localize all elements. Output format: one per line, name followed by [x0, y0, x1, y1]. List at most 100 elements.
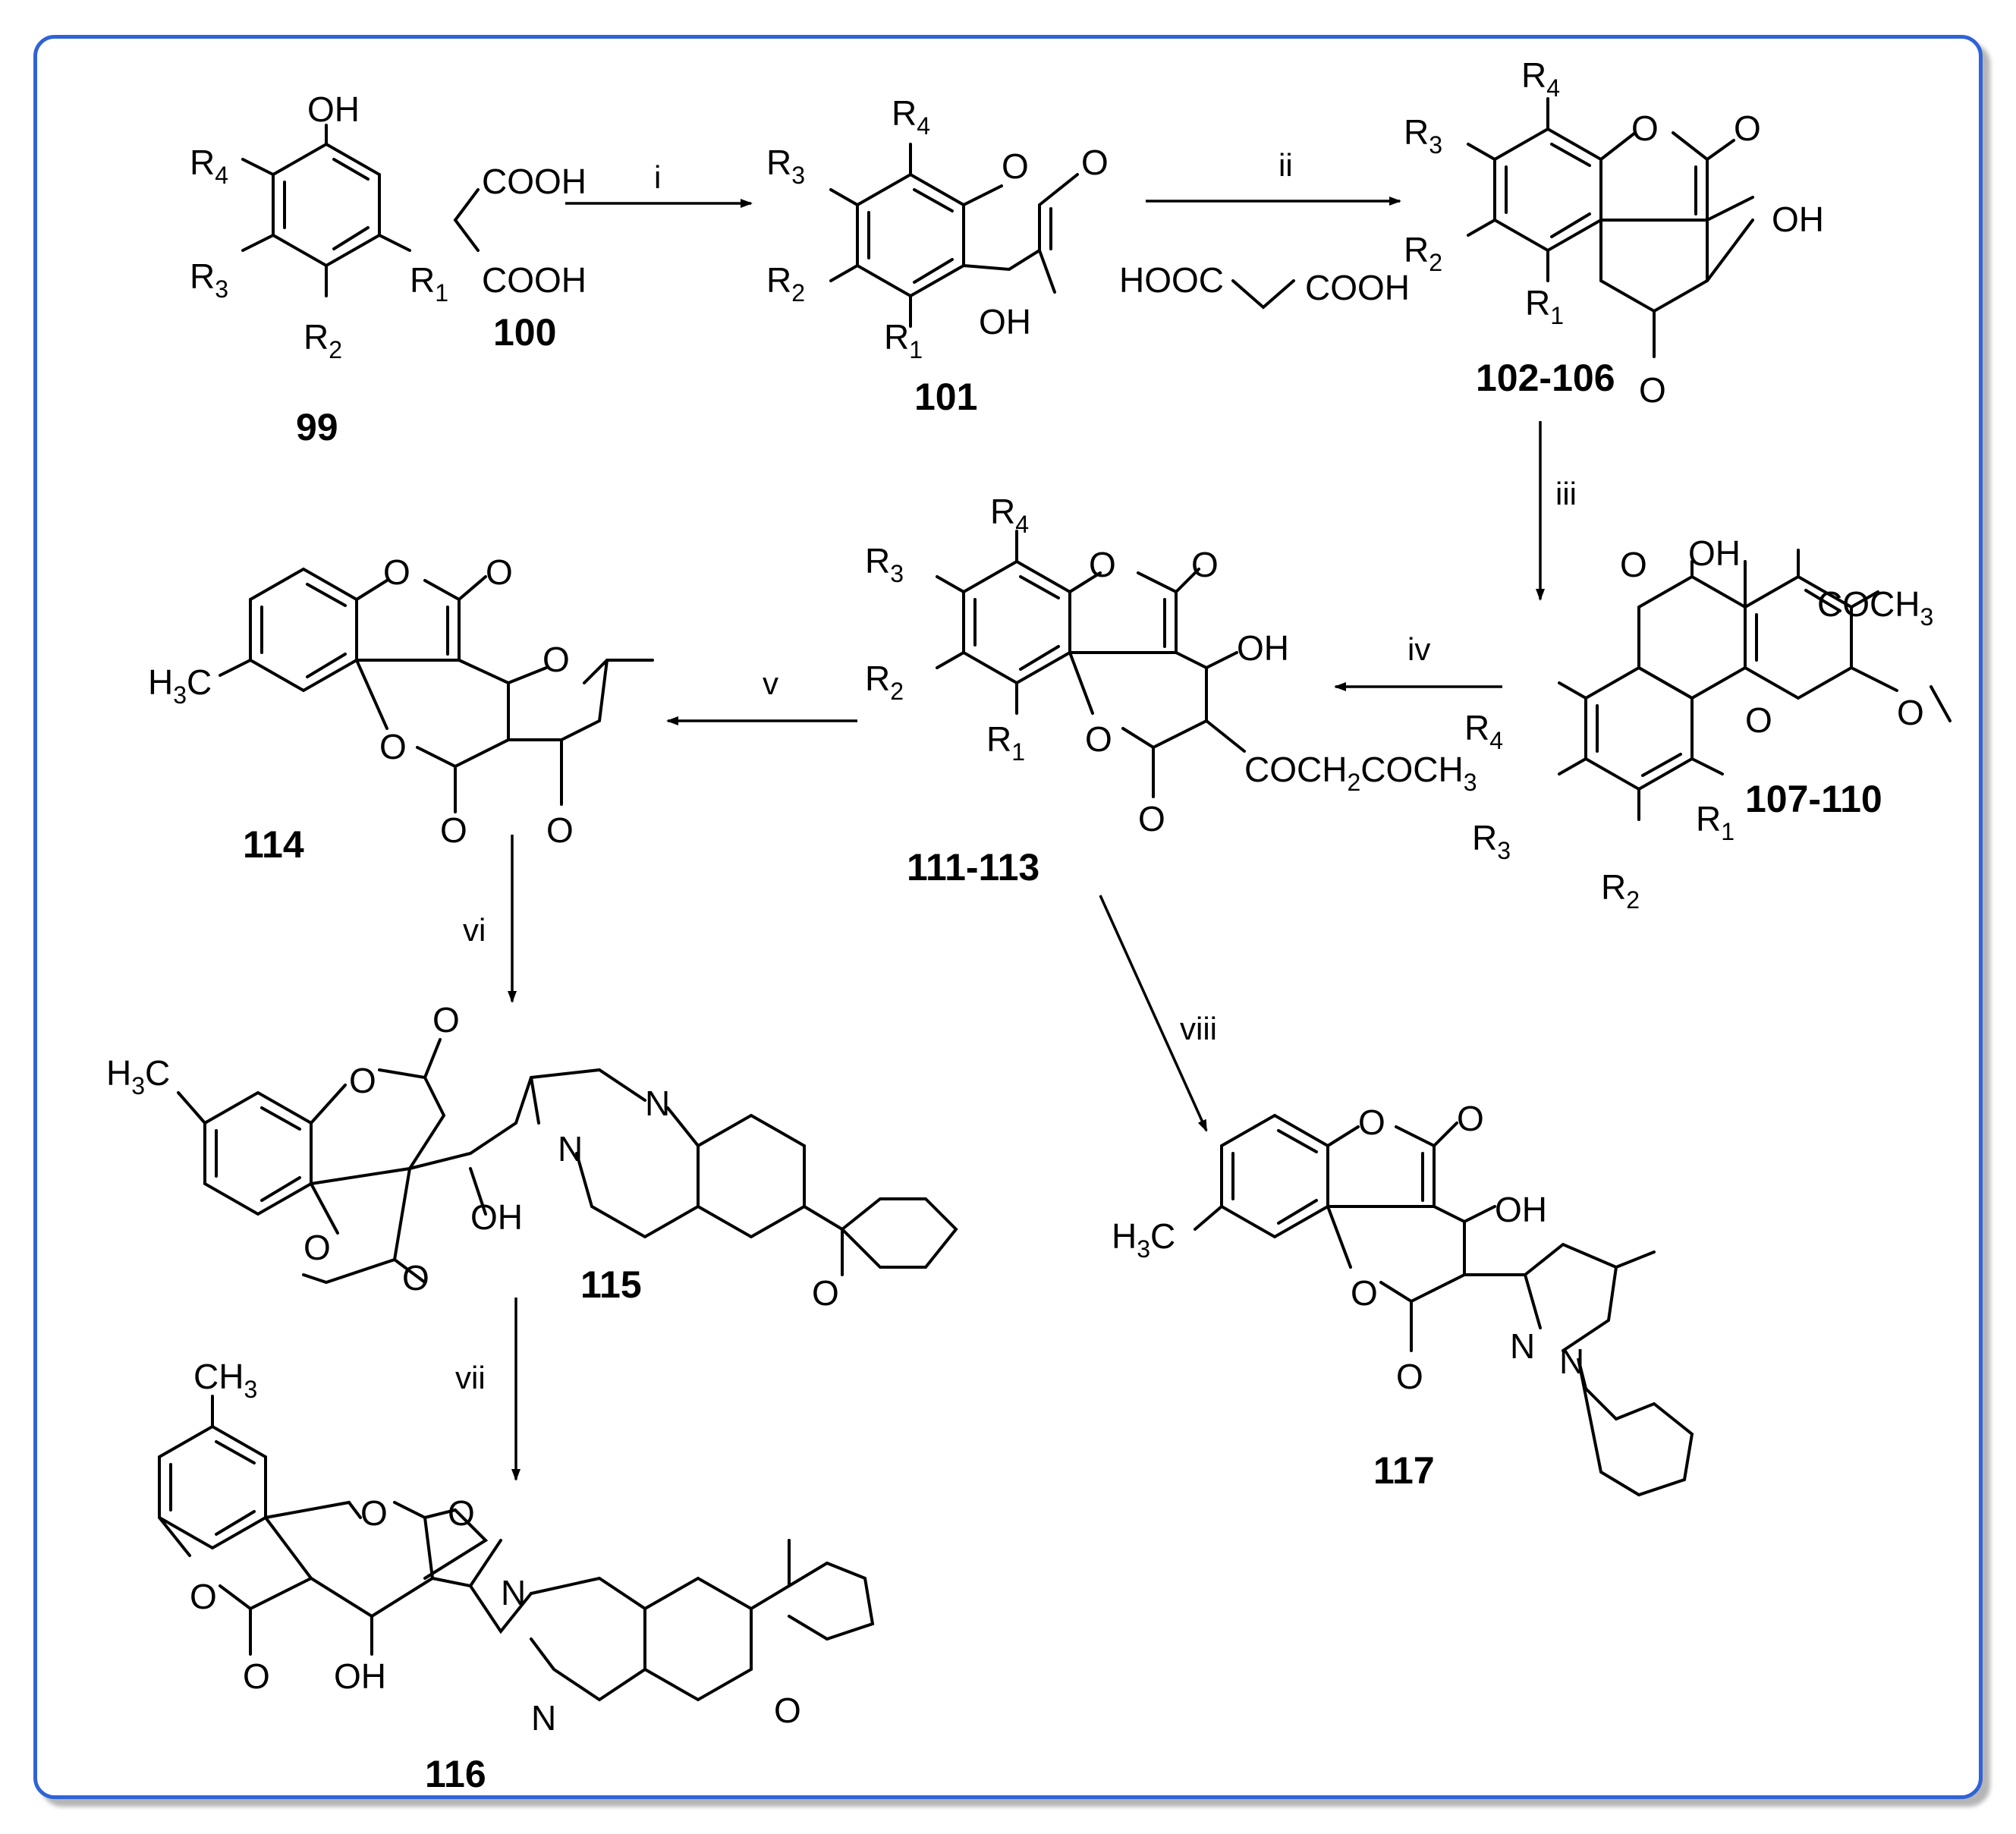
step-label: v	[763, 665, 778, 701]
label-102-106: 102-106	[1476, 357, 1615, 399]
r3-label: R3	[1404, 112, 1442, 159]
n-label: N	[531, 1698, 556, 1738]
arrow-step-vii: vii	[455, 1298, 521, 1481]
r2-label: R2	[865, 659, 904, 705]
o-label: O	[1081, 143, 1109, 182]
acetyl-label: COCH3	[1817, 584, 1933, 631]
o-label: O	[774, 1691, 801, 1730]
methyl-label: CH3	[193, 1357, 257, 1403]
compound-100: COOH COOH 100	[453, 162, 587, 354]
r4-label: R4	[1521, 55, 1560, 102]
step-label: iii	[1555, 476, 1577, 511]
n-label: N	[501, 1573, 526, 1612]
n-label: N	[1510, 1326, 1535, 1366]
compound-99: OH R4 R3 R2 R1 99	[190, 90, 448, 448]
oh-label: OH	[1688, 533, 1741, 573]
o-label: O	[812, 1273, 839, 1313]
o-label: O	[543, 640, 570, 679]
o-label: O	[1089, 545, 1116, 584]
step-label: iv	[1407, 631, 1430, 667]
o-label: O	[440, 810, 467, 850]
o-label: O	[1620, 545, 1647, 584]
o-label: O	[1358, 1103, 1385, 1142]
o-label: O	[432, 1000, 460, 1040]
step-label: vi	[463, 912, 486, 948]
step-label: i	[654, 159, 661, 195]
arrow-step-viii: viii	[1099, 895, 1217, 1132]
r4-label: R4	[190, 143, 228, 189]
methyl-label: H3C	[106, 1053, 170, 1099]
arrow-step-v: v	[666, 665, 857, 725]
step-label: ii	[1278, 147, 1293, 183]
r2-label: R2	[766, 260, 805, 307]
label-111-113: 111-113	[907, 846, 1039, 889]
label-101: 101	[914, 376, 977, 418]
step-label: vii	[455, 1360, 486, 1395]
r2-label: R2	[1601, 867, 1640, 914]
label-116: 116	[425, 1753, 486, 1795]
arrow-step-ii: ii HOOC COOH	[1119, 147, 1410, 310]
o-label: O	[1085, 719, 1112, 759]
o-label: O	[1002, 146, 1029, 186]
r1-label: R1	[884, 317, 923, 363]
label-114: 114	[243, 823, 304, 866]
arrow-step-vi: vi	[463, 835, 517, 1003]
o-label: O	[486, 552, 513, 592]
o-label: O	[1745, 700, 1772, 740]
oh-label: OH	[1495, 1190, 1547, 1229]
r3-label: R3	[190, 256, 228, 303]
hooc-label: HOOC	[1119, 260, 1224, 300]
o-label: O	[379, 727, 407, 766]
r4-label: R4	[1464, 708, 1503, 754]
o-label: O	[304, 1228, 331, 1267]
cooh-label: COOH	[1305, 268, 1410, 307]
oh-label: OH	[1772, 200, 1824, 239]
compound-114: O O O O O O H3C 114	[148, 552, 654, 866]
o-label: O	[1639, 370, 1666, 410]
step-label: viii	[1180, 1011, 1217, 1046]
compound-102-106: O O OH O R4 R3 R2 R1 102-106	[1404, 55, 1824, 410]
arrow-step-iv: iv	[1334, 631, 1502, 691]
r4-label: R4	[990, 492, 1029, 538]
oh-label: OH	[307, 90, 360, 129]
r1-label: R1	[1696, 799, 1735, 845]
scheme-frame	[33, 35, 1983, 1799]
n-label: N	[1559, 1342, 1584, 1381]
r3-label: R3	[1472, 818, 1511, 864]
oh-label: OH	[334, 1656, 386, 1696]
label-117: 117	[1373, 1449, 1435, 1492]
o-label: O	[383, 552, 410, 592]
r1-label: R1	[986, 719, 1025, 766]
arrow-step-i: i	[565, 159, 753, 208]
o-label: O	[1351, 1273, 1378, 1313]
r1-label: R1	[1525, 283, 1564, 329]
oh-label: OH	[979, 302, 1031, 341]
n-label: N	[558, 1129, 583, 1169]
r2-label: R2	[304, 317, 342, 363]
compound-116: O O O O OH N N O CH3 116	[158, 1357, 875, 1795]
o-label: O	[243, 1656, 270, 1696]
o-label: O	[360, 1493, 388, 1533]
methyl-label: H3C	[1112, 1216, 1175, 1263]
o-label: O	[1734, 109, 1761, 148]
n-label: N	[645, 1084, 670, 1123]
o-label: O	[1396, 1357, 1423, 1396]
o-label: O	[1138, 799, 1165, 838]
o-label: O	[1191, 545, 1219, 584]
label-99: 99	[296, 406, 338, 448]
arrow-step-iii: iii	[1536, 421, 1577, 601]
label-115: 115	[580, 1263, 642, 1306]
o-label: O	[1457, 1099, 1484, 1138]
r3-label: R3	[766, 143, 805, 189]
oh-label: OH	[470, 1197, 523, 1237]
r4-label: R4	[892, 93, 930, 140]
r2-label: R2	[1404, 230, 1442, 276]
o-label: O	[1631, 109, 1659, 148]
o-label: O	[448, 1493, 475, 1533]
r3-label: R3	[865, 541, 904, 587]
compound-117: O O OH O O N N H3C 117	[1112, 1099, 1694, 1497]
o-label: O	[1897, 693, 1924, 732]
side-chain-label: COCH2COCH3	[1244, 750, 1477, 796]
cooh-label: COOH	[482, 162, 587, 201]
